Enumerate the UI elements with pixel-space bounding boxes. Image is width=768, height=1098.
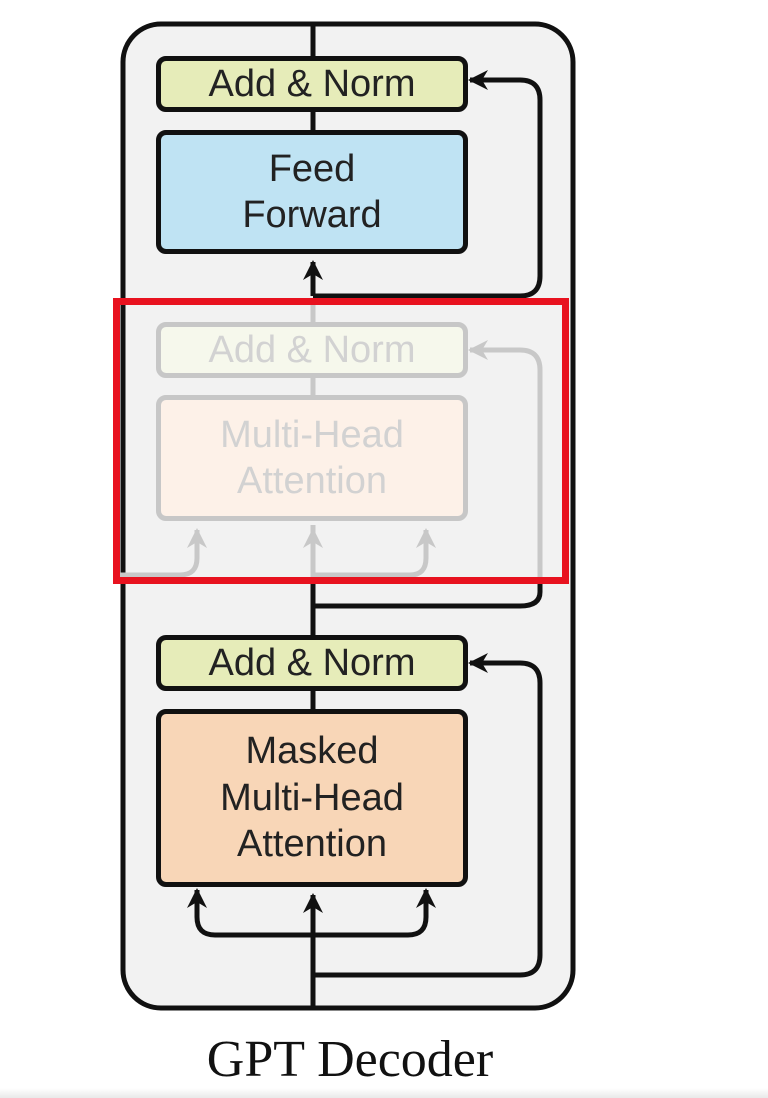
add-norm-top-label: Add & Norm (208, 62, 416, 105)
mmha-label-line3: Attention (237, 823, 387, 866)
masked-multi-head-attention-block: Masked Multi-Head Attention (156, 709, 468, 887)
add-norm-top-block: Add & Norm (156, 56, 468, 112)
cross-attention-highlight-box (113, 298, 569, 584)
mmha-label-line1: Masked (245, 730, 379, 773)
feed-forward-block: Feed Forward (156, 130, 468, 254)
mha-faded-label-line1: Multi-Head (220, 413, 404, 456)
add-norm-faded-label: Add & Norm (208, 328, 416, 371)
mmha-label-line2: Multi-Head (220, 776, 404, 819)
residual-bottom (313, 653, 543, 978)
mha-faded-label-line2: Attention (237, 460, 387, 502)
diagram-caption: GPT Decoder (206, 1031, 494, 1088)
q-branch-arrow (187, 888, 313, 938)
feed-forward-label-line2: Forward (242, 194, 382, 236)
multi-head-attention-faded-block: Multi-Head Attention (156, 395, 468, 521)
v-branch-arrow (313, 888, 436, 938)
add-norm-bottom-label: Add & Norm (208, 641, 416, 684)
feed-forward-label-line1: Feed (268, 147, 356, 190)
residual-top (313, 70, 543, 299)
bottom-edge-shadow (0, 1088, 768, 1098)
add-norm-faded-block: Add & Norm (156, 322, 468, 378)
add-norm-bottom-block: Add & Norm (156, 635, 468, 691)
